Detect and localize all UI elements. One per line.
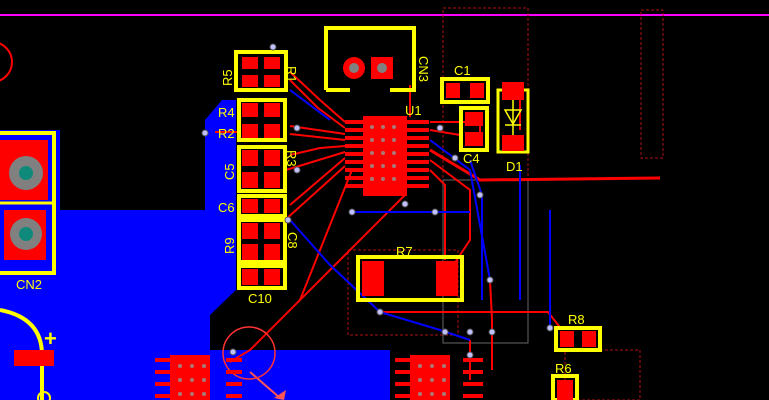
label-d1: D1: [506, 159, 523, 174]
diode-d1[interactable]: [496, 82, 530, 154]
vias[interactable]: [201, 43, 554, 359]
passive-column[interactable]: [234, 50, 288, 290]
connector-cn3[interactable]: [324, 26, 416, 92]
label-plus: +: [44, 326, 57, 351]
pad-hole-icon: [19, 227, 33, 241]
connector-cn2[interactable]: [0, 131, 56, 275]
label-c4: C4: [463, 151, 480, 166]
ratsnest-arrow: [274, 390, 286, 400]
capacitor-cp1[interactable]: [0, 308, 54, 400]
label-c10: C10: [248, 291, 272, 306]
label-c6: C6: [218, 200, 235, 215]
label-r9: R9: [222, 237, 237, 254]
label-u1: U1: [405, 103, 422, 118]
pad-hole-icon: [377, 63, 387, 73]
label-r3: R3: [284, 150, 299, 167]
dashed-outlines: [347, 7, 664, 400]
resistor-r8[interactable]: [554, 326, 602, 352]
target-circle: [222, 326, 276, 380]
capacitor-c4[interactable]: [459, 106, 489, 152]
ic-u1[interactable]: [345, 116, 429, 196]
label-r1: R1: [284, 66, 299, 83]
bottom-layer-traces[interactable]: [289, 89, 551, 341]
label-c5: C5: [222, 163, 237, 180]
ic-bottom-mid[interactable]: [395, 355, 483, 400]
label-r2: R2: [218, 126, 235, 141]
bottom-copper-pour[interactable]: [0, 100, 390, 400]
label-r4: R4: [218, 105, 235, 120]
label-c8: C8: [285, 232, 300, 249]
label-cn3: CN3: [416, 56, 431, 82]
label-r5: R5: [220, 69, 235, 86]
label-r8: R8: [568, 312, 585, 327]
ic-bottom-left[interactable]: [155, 355, 210, 400]
label-cn2: CN2: [16, 277, 42, 292]
capacitor-c1[interactable]: [440, 77, 490, 104]
label-r7: R7: [396, 244, 413, 259]
pad-hole-icon: [19, 166, 33, 180]
label-c1: C1: [454, 63, 471, 78]
mounting-circle-left: [0, 42, 13, 82]
pad-hole-icon: [349, 63, 359, 73]
ratsnest-line: [249, 371, 281, 399]
label-r6: R6: [555, 361, 572, 376]
ic-bottom-left-pins[interactable]: [226, 358, 242, 398]
resistor-r6[interactable]: [551, 374, 579, 400]
resistor-r7[interactable]: [356, 255, 464, 302]
